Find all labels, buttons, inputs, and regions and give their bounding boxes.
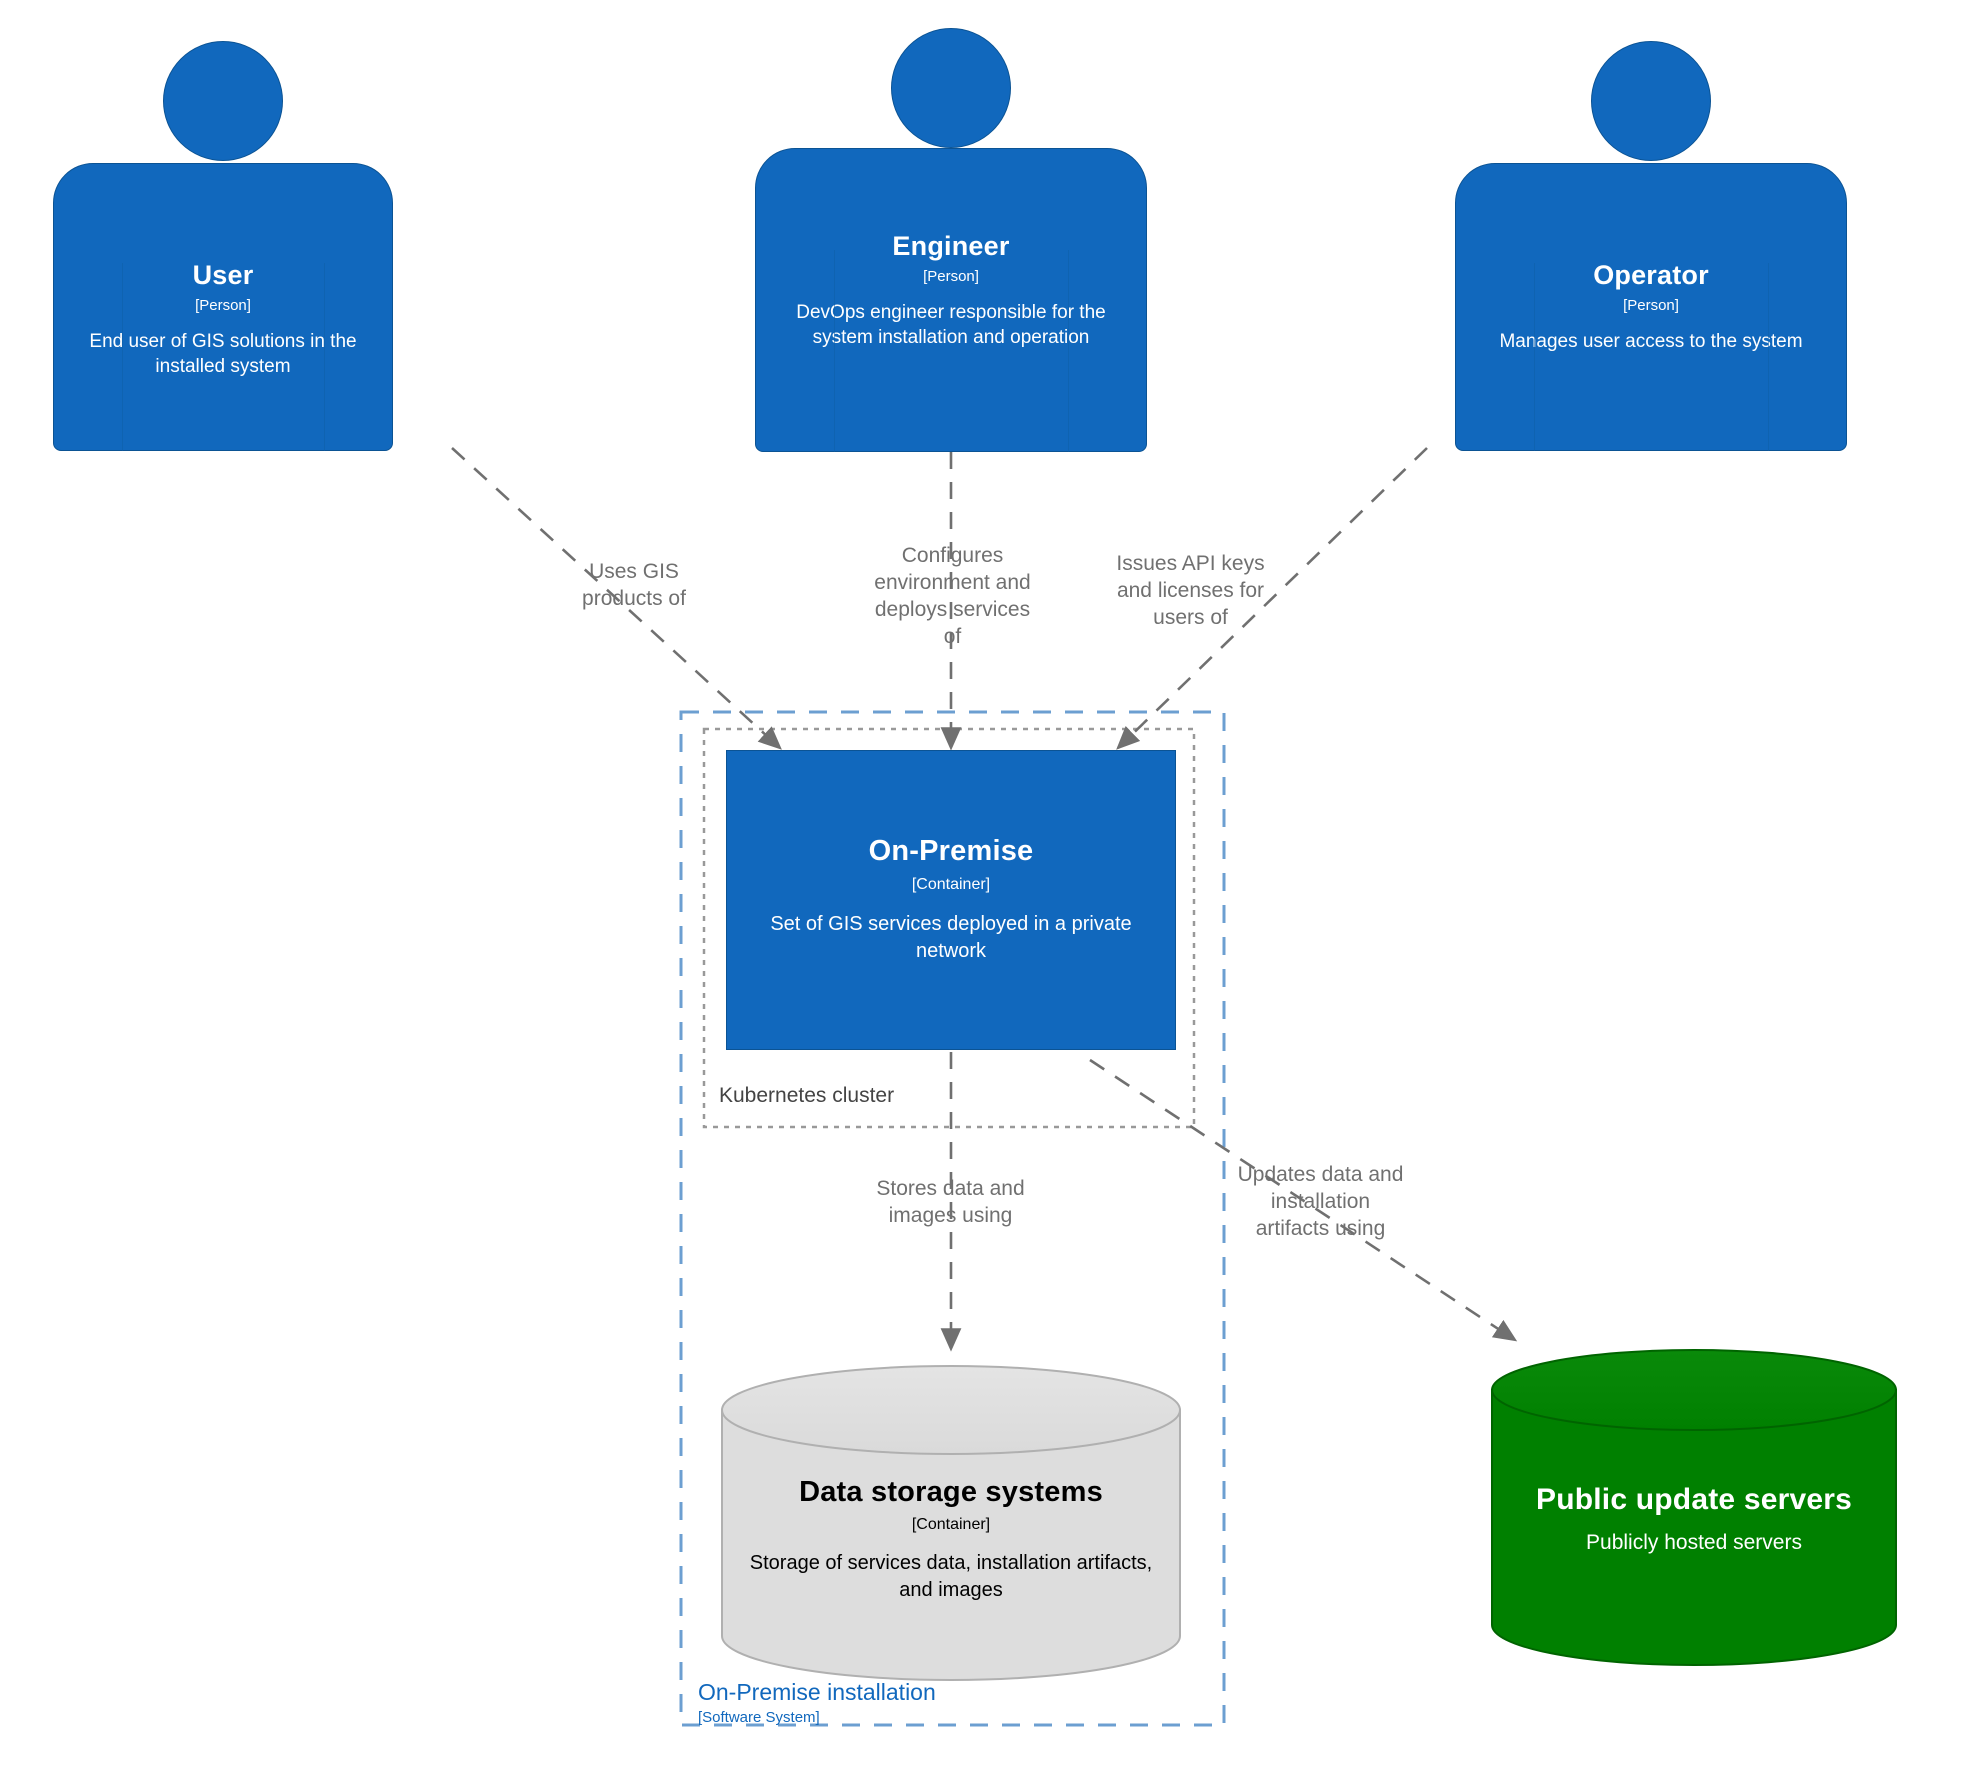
container-data-storage-systems-label[interactable]: Data storage systems [Container] Storage…	[722, 1430, 1180, 1650]
edge-on-premise-to-public-update-servers	[1089, 1058, 1518, 1342]
person-user-body[interactable]: User [Person] End user of GIS solutions …	[53, 163, 393, 451]
container-on-premise-type: [Container]	[911, 875, 991, 893]
edge-user-to-on-premise	[451, 447, 782, 750]
person-engineer[interactable]: Engineer [Person] DevOps engineer respon…	[755, 28, 1147, 452]
person-user-name: User	[192, 260, 254, 290]
data-storage-systems-cylinder[interactable]	[721, 1365, 1181, 1681]
boundary-software-system-label: On-Premise installation [Software System…	[698, 1679, 936, 1727]
edge-label-configures-environment: Configures environment and deploys servi…	[874, 544, 1031, 648]
person-engineer-type: [Person]	[923, 268, 979, 286]
person-user-description: End user of GIS solutions in the install…	[89, 330, 357, 378]
public-update-servers-cylinder[interactable]	[1491, 1349, 1897, 1666]
boundary-software-system-name: On-Premise installation	[698, 1679, 936, 1705]
boundary-kubernetes-cluster-label: Kubernetes cluster	[719, 1083, 894, 1108]
external-public-update-servers-label[interactable]: Public update servers Publicly hosted se…	[1492, 1420, 1896, 1620]
person-user-type: [Person]	[195, 297, 251, 315]
person-engineer-description: DevOps engineer responsible for the syst…	[796, 301, 1106, 349]
person-user[interactable]: User [Person] End user of GIS solutions …	[53, 41, 393, 451]
person-operator-arm-left	[1534, 263, 1535, 451]
person-user-head	[163, 41, 283, 161]
edge-label-stores-data-and-images-using: Stores data and images using	[876, 1177, 1025, 1227]
boundary-kubernetes-cluster-name: Kubernetes cluster	[719, 1084, 895, 1107]
container-on-premise-description: Set of GIS services deployed in a privat…	[770, 912, 1132, 962]
person-engineer-arm-right	[1068, 250, 1069, 452]
person-engineer-head	[891, 28, 1011, 148]
person-operator[interactable]: Operator [Person] Manages user access to…	[1455, 41, 1847, 451]
container-data-storage-systems-name: Data storage systems	[799, 1476, 1103, 1509]
external-public-update-servers-description: Publicly hosted servers	[1586, 1530, 1802, 1554]
edge-label-uses-gis-products-of: Uses GIS products of	[582, 560, 686, 610]
person-engineer-body[interactable]: Engineer [Person] DevOps engineer respon…	[755, 148, 1147, 452]
person-operator-name: Operator	[1593, 260, 1709, 290]
person-engineer-name: Engineer	[892, 231, 1010, 261]
person-user-arm-right	[324, 263, 325, 451]
person-engineer-arm-left	[834, 250, 835, 452]
container-on-premise-name: On-Premise	[868, 835, 1034, 868]
person-operator-arm-right	[1768, 263, 1769, 451]
container-data-storage-systems-type: [Container]	[911, 1515, 991, 1533]
edge-operator-to-on-premise	[1116, 447, 1428, 750]
external-public-update-servers-name: Public update servers	[1536, 1483, 1852, 1517]
person-user-arm-left	[122, 263, 123, 451]
boundary-software-system-type: [Software System]	[698, 1708, 820, 1726]
container-data-storage-systems-description: Storage of services data, installation a…	[749, 1551, 1153, 1601]
container-on-premise[interactable]: On-Premise [Container] Set of GIS servic…	[726, 750, 1176, 1050]
person-operator-head	[1591, 41, 1711, 161]
boundary-software-system-shape	[679, 710, 1226, 1727]
edge-label-issues-api-keys: Issues API keys and licenses for users o…	[1116, 552, 1265, 629]
person-operator-body[interactable]: Operator [Person] Manages user access to…	[1455, 163, 1847, 451]
person-operator-type: [Person]	[1623, 297, 1679, 315]
edge-label-updates-data-and-installation-artifacts: Updates data and installation artifacts …	[1237, 1163, 1404, 1240]
person-operator-description: Manages user access to the system	[1499, 330, 1803, 352]
